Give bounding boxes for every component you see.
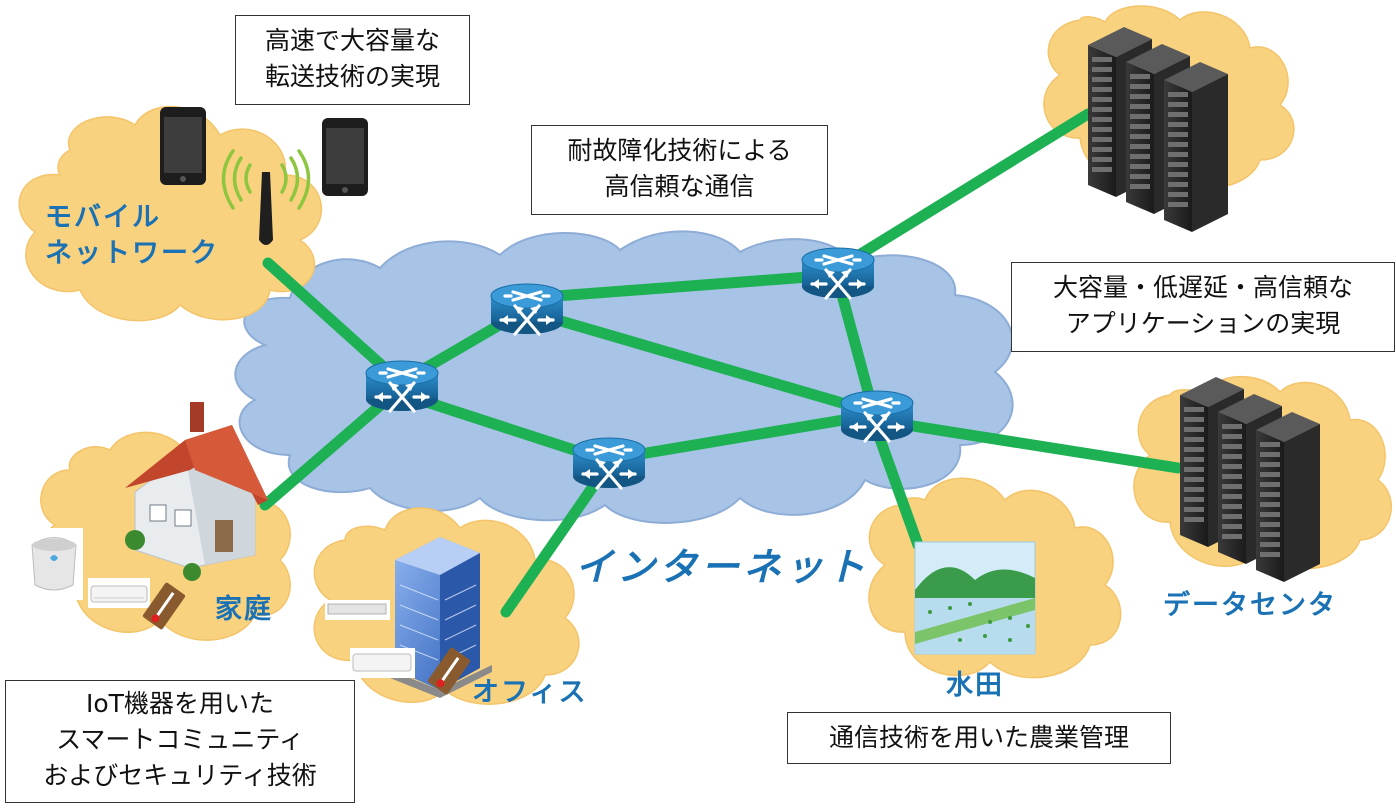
link-mobile bbox=[262, 257, 404, 386]
link-office bbox=[500, 459, 614, 618]
internet-cloud bbox=[234, 230, 1014, 524]
callout-line: 高信頼な通信 bbox=[604, 172, 755, 201]
label-line: ネットワーク bbox=[45, 238, 219, 269]
air-conditioner-icon bbox=[350, 648, 415, 678]
label-home: 家庭 bbox=[215, 594, 273, 625]
callout-line: アプリケーションの実現 bbox=[1065, 309, 1341, 338]
router-left bbox=[364, 359, 440, 413]
callout-iot: IoT機器を用いた スマートコミュニティ およびセキュリティ技術 bbox=[5, 680, 355, 803]
antenna-icon bbox=[221, 149, 311, 245]
smartphone-icon bbox=[322, 118, 368, 196]
callout-high-speed: 高速で大容量な 転送技術の実現 bbox=[235, 15, 470, 105]
link-r3-r4 bbox=[832, 274, 879, 416]
callout-applications: 大容量・低遅延・高信頼な アプリケーションの実現 bbox=[1011, 262, 1395, 352]
label-office: オフィス bbox=[472, 677, 588, 708]
callout-line: 通信技術を用いた農業管理 bbox=[828, 723, 1129, 752]
ceiling-ac-icon bbox=[325, 600, 390, 620]
link-r2-r3 bbox=[524, 269, 841, 304]
link-home bbox=[259, 384, 404, 511]
label-line: モバイル bbox=[45, 202, 161, 233]
callout-line: 転送技術の実現 bbox=[264, 62, 440, 91]
label-internet: インターネット bbox=[575, 545, 870, 589]
network-links bbox=[259, 108, 1184, 618]
link-r3-dc-top bbox=[832, 108, 1094, 274]
callout-line: IoT機器を用いた bbox=[86, 689, 274, 718]
label-datacenter: データセンタ bbox=[1163, 590, 1337, 621]
router-top-right bbox=[800, 246, 876, 300]
rice-paddy-icon bbox=[914, 541, 1036, 655]
router-right bbox=[839, 389, 915, 443]
link-r2-r4 bbox=[524, 306, 879, 418]
link-r4-paddy bbox=[869, 419, 924, 551]
callout-line: 高速で大容量な bbox=[264, 26, 440, 55]
air-conditioner-icon bbox=[88, 578, 150, 608]
callout-fault-tolerance: 耐故障化技術による 高信頼な通信 bbox=[531, 125, 828, 215]
thermometer-icon bbox=[142, 582, 186, 630]
smart-speaker-icon bbox=[25, 528, 83, 600]
callout-line: およびセキュリティ技術 bbox=[43, 761, 317, 790]
label-paddy: 水田 bbox=[946, 670, 1004, 701]
callout-line: 耐故障化技術による bbox=[567, 136, 792, 165]
callout-line: スマートコミュニティ bbox=[56, 725, 304, 754]
link-r1-r5 bbox=[399, 389, 611, 466]
callout-line: 大容量・低遅延・高信頼な bbox=[1052, 273, 1353, 302]
router-top bbox=[489, 282, 565, 336]
link-r5-r4 bbox=[599, 409, 879, 466]
smartphone-icon bbox=[160, 107, 206, 185]
callout-agriculture: 通信技術を用いた農業管理 bbox=[787, 712, 1171, 764]
thermometer-icon bbox=[427, 647, 471, 695]
link-r4-dc-bottom bbox=[869, 414, 1184, 474]
mobile-cloud bbox=[18, 105, 323, 322]
router-bottom bbox=[571, 436, 647, 490]
house-icon bbox=[125, 402, 268, 581]
label-mobile-network: モバイル ネットワーク bbox=[45, 200, 219, 272]
